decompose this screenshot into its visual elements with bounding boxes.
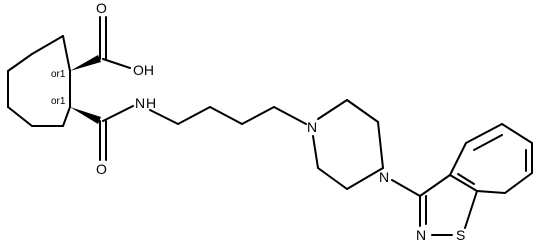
stereo-label-c2: or1 xyxy=(51,96,66,107)
atom-label-isothiazole-n: N xyxy=(416,227,426,243)
wedge-bond-c1 xyxy=(70,55,101,71)
wedge-bond-c2 xyxy=(70,107,101,124)
stereo-label-c1: or1 xyxy=(51,69,66,80)
atom-label-amide-n: N xyxy=(135,95,145,111)
butyl-chain xyxy=(149,106,307,125)
atom-label-piperazine-n2: N xyxy=(379,169,389,185)
stereo-labels: or1 or1 xyxy=(51,69,66,107)
stereo-bonds xyxy=(70,55,101,124)
atom-label-amide-h: H xyxy=(146,95,156,111)
carboxylic-acid-group xyxy=(99,16,131,69)
atom-label-amide-o: O xyxy=(96,161,107,177)
atom-label-oh: OH xyxy=(133,62,154,78)
n-aryl-bond xyxy=(391,179,421,197)
atom-label-carboxyl-o: O xyxy=(96,0,107,16)
atom-label-piperazine-n1: N xyxy=(307,119,317,135)
cyclohexane-ring xyxy=(7,35,71,127)
benzisothiazole xyxy=(419,123,533,236)
piperazine-ring xyxy=(312,99,384,190)
atom-label-isothiazole-s: S xyxy=(456,227,465,243)
atom-labels: OH O O N H N N N S xyxy=(96,0,465,243)
amide-group xyxy=(99,105,134,161)
